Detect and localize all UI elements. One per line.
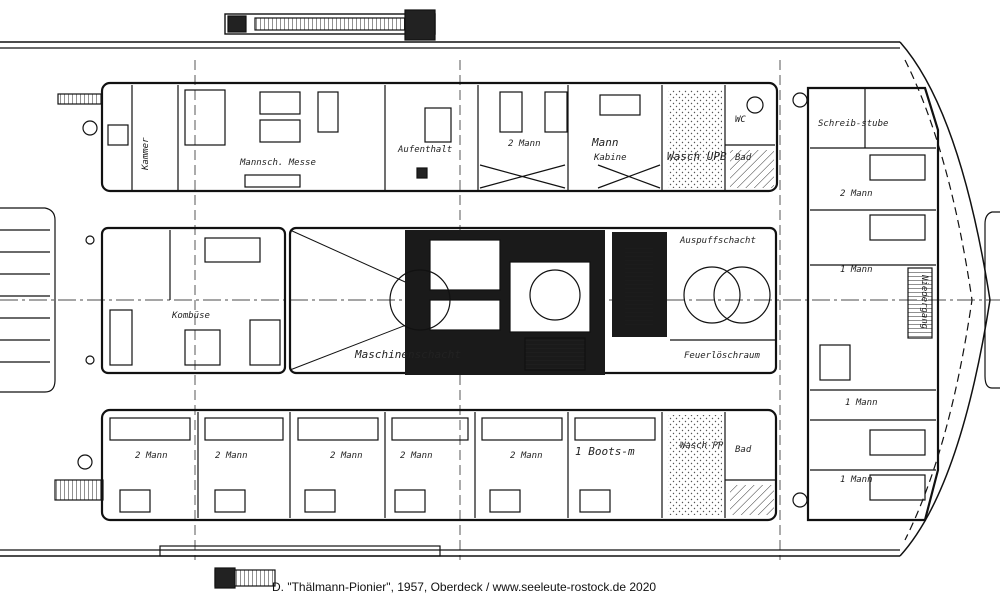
room-label-wc-top: WC — [735, 115, 746, 125]
image-caption: D. "Thälmann-Pionier", 1957, Oberdeck / … — [272, 580, 657, 594]
middle-deckhouse — [100, 226, 287, 375]
room-label-kabine: Kabine — [593, 153, 627, 163]
room-label-aft-1mann-3: 1 Mann — [840, 475, 873, 485]
gangway-top-left — [57, 93, 103, 105]
room-label-aufenthalt: Aufenthalt — [397, 145, 452, 155]
room-label-bottom-2mann-3: 2 Mann — [330, 451, 363, 461]
room-label-mannschaft-messe: Mannsch. Messe — [239, 158, 316, 168]
room-label-aft-1mann-1: 1 Mann — [840, 265, 873, 275]
room-label-bottom-2mann-5: 2 Mann — [510, 451, 543, 461]
lifeboat-top — [224, 9, 436, 41]
room-label-schreibstube: Schreib-stube — [818, 119, 888, 129]
room-label-wasch-upb: Wasch UPB — [667, 150, 727, 163]
top-deckhouse — [100, 81, 779, 193]
room-label-auspuffschacht: Auspuffschacht — [679, 236, 756, 246]
room-label-aft-1mann-2: 1 Mann — [845, 398, 878, 408]
room-label-bad-top: Bad — [735, 153, 752, 163]
room-label-aft-2mann: 2 Mann — [840, 189, 873, 199]
room-label-kammer: Kammer — [141, 137, 151, 171]
room-label-bottom-2mann-4: 2 Mann — [400, 451, 433, 461]
room-label-2mann-top: 2 Mann — [508, 139, 541, 149]
gangway-bottom-left — [54, 479, 104, 501]
room-label-mann-top: Mann — [591, 136, 619, 149]
room-label-bootsmann: 1 Boots-m — [575, 445, 635, 458]
room-label-bottom-2mann-1: 2 Mann — [135, 451, 168, 461]
room-label-feuerloeschraum: Feuerlöschraum — [684, 351, 760, 361]
room-label-niedergang: Niedergang — [919, 274, 929, 330]
room-label-bottom-2mann-2: 2 Mann — [215, 451, 248, 461]
bottom-deckhouse — [100, 408, 778, 522]
room-label-kombuese: Kombüse — [171, 311, 210, 321]
fore-deckhouse — [806, 86, 940, 522]
room-label-maschinenschacht: Maschinenschacht — [354, 348, 461, 361]
room-label-wasch-pp: Wasch PP — [680, 441, 724, 451]
lifeboat-bottom — [159, 545, 441, 589]
starboard-hatch-right — [984, 211, 1000, 389]
port-hatch-left — [0, 207, 56, 393]
room-label-bad-bottom: Bad — [735, 445, 752, 455]
